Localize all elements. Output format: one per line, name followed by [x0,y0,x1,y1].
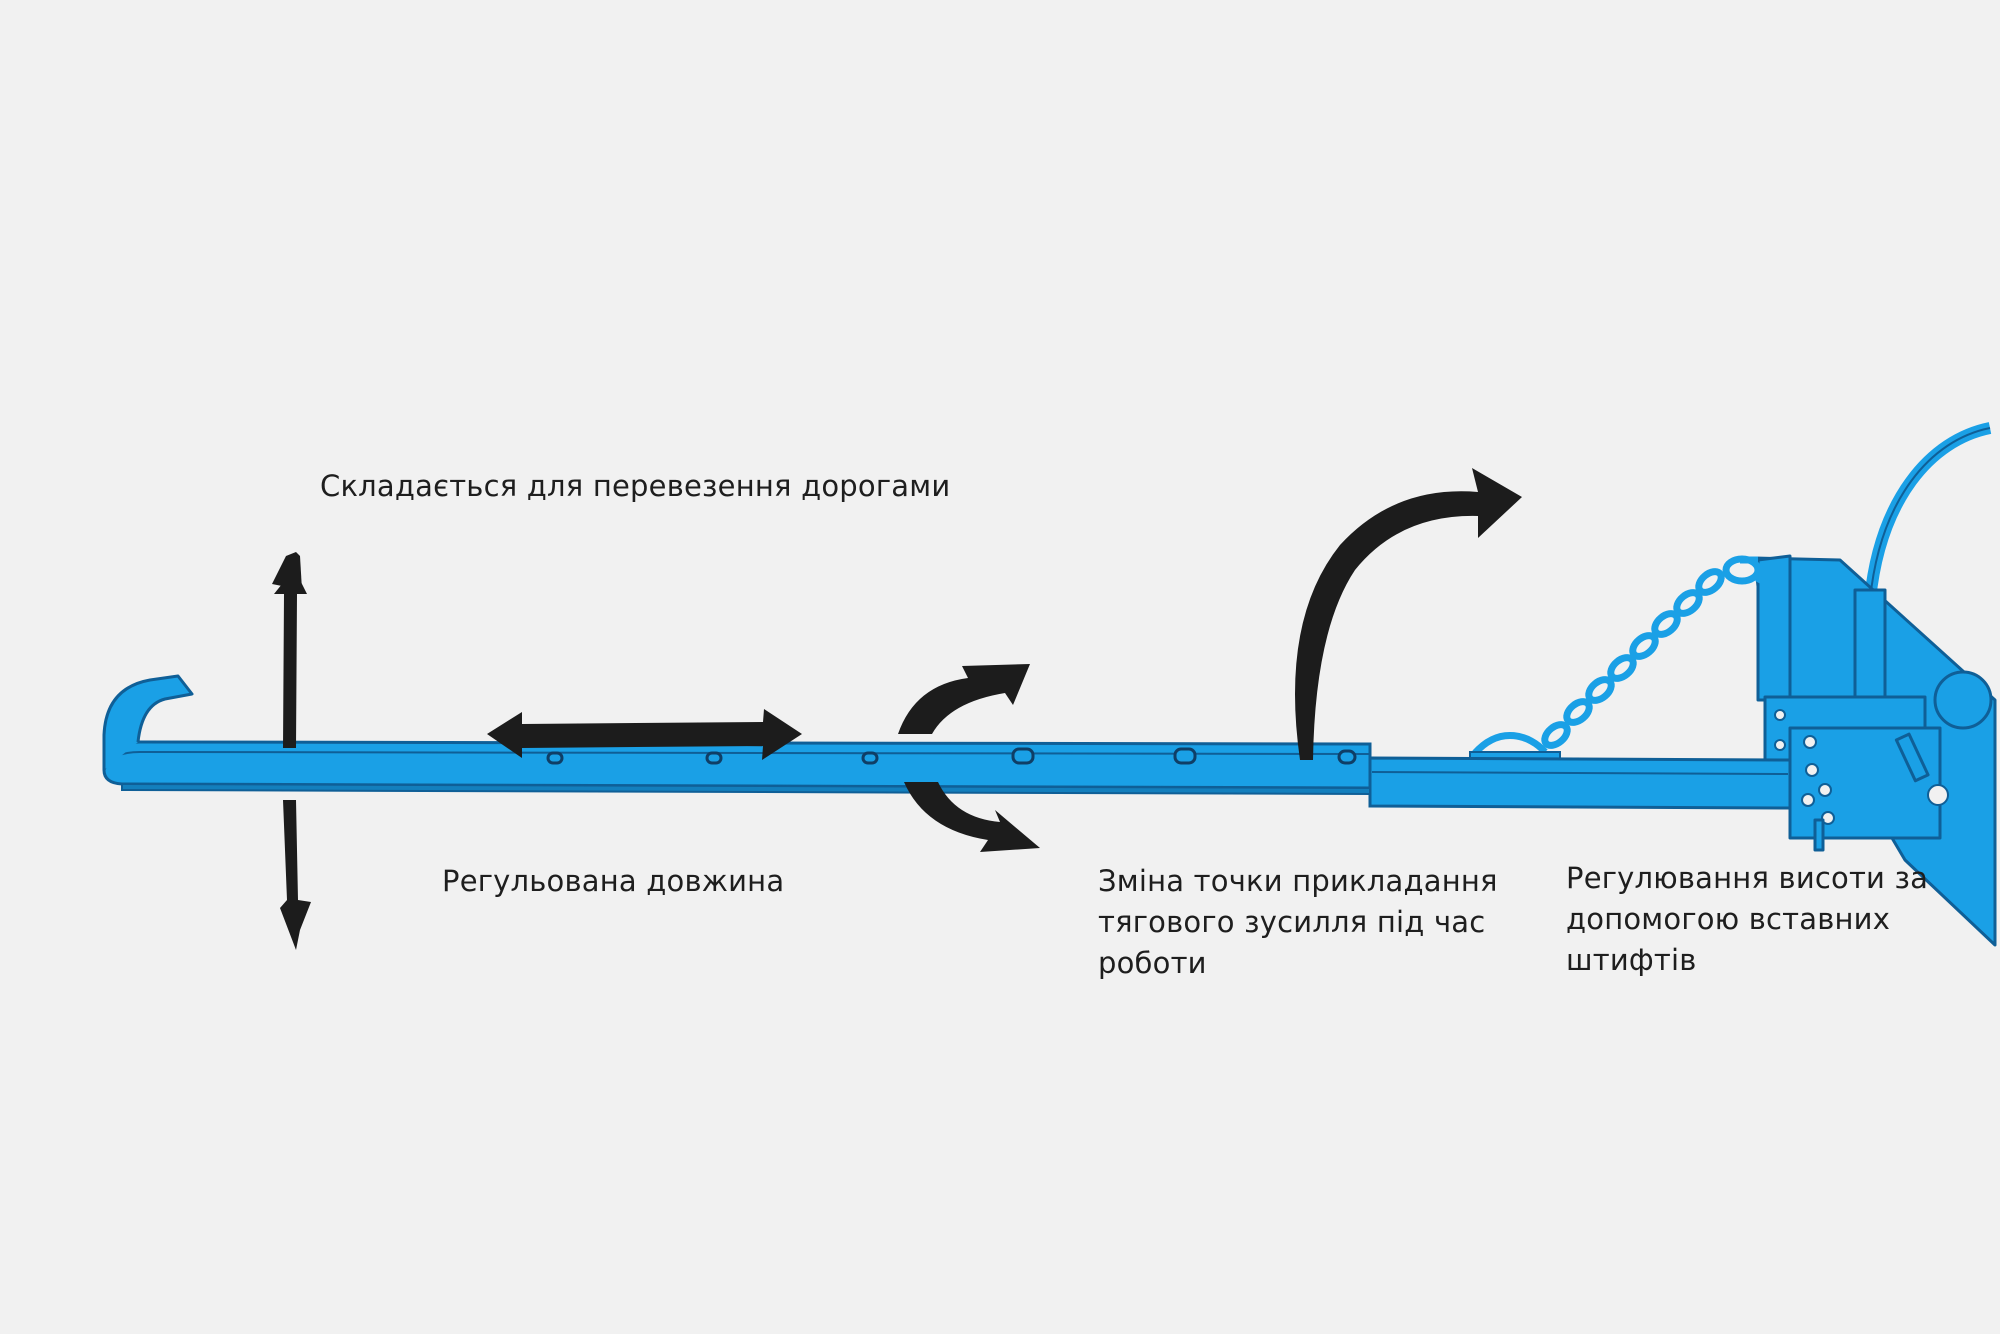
height-label-line-1: Регулювання висоти за [1566,861,1929,895]
height-label: Регулювання висоти за допомогою вставних… [1566,858,1928,981]
hitch-frame [1753,422,1997,947]
folding-label-text: Складається для перевезення дорогами [320,469,951,503]
horizontal-arrow-icon [487,709,802,760]
length-label-text: Регульована довжина [442,864,785,898]
traction-label: Зміна точки прикладання тягового зусилля… [1098,861,1498,984]
traction-label-line-2: тягового зусилля під час [1098,905,1486,939]
height-label-line-2: допомогою вставних [1566,902,1891,936]
safety-chain [1472,555,1772,756]
curved-arrow-icon [1295,468,1522,760]
traction-label-line-1: Зміна точки прикладання [1098,864,1498,898]
length-label: Регульована довжина [442,861,784,902]
outer-tube [1368,756,1792,810]
inner-drawbar [102,674,1372,796]
vertical-arrow-icon [272,552,311,950]
rotate-arrows-icon [898,664,1040,852]
height-label-line-3: штифтів [1566,943,1697,977]
folding-label: Складається для перевезення дорогами [320,466,950,507]
traction-label-line-3: роботи [1098,946,1207,980]
